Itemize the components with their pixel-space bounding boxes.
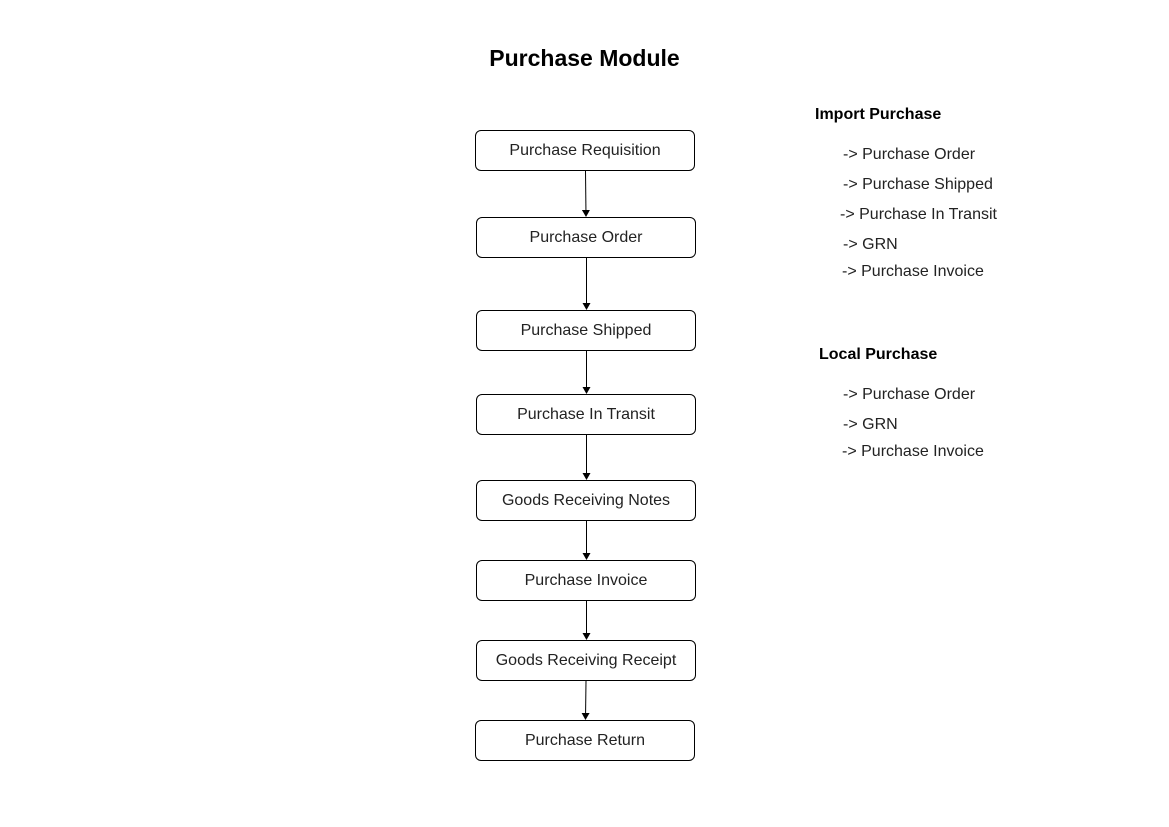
node-label: Purchase In Transit (517, 405, 655, 423)
node-purchase-shipped[interactable]: Purchase Shipped (476, 310, 696, 351)
node-label: Goods Receiving Receipt (495, 651, 677, 669)
node-label: Purchase Requisition (509, 141, 661, 159)
import-purchase-item: -> Purchase Invoice (842, 263, 984, 280)
import-purchase-item: -> Purchase Order (843, 146, 976, 163)
local-purchase-item: -> Purchase Order (843, 386, 976, 403)
node-label: Purchase Shipped (520, 321, 652, 339)
node-goods-receiving-receipt[interactable]: Goods Receiving Receipt (476, 640, 696, 681)
node-label: Purchase Return (524, 731, 646, 749)
import-purchase-item: -> Purchase In Transit (840, 206, 997, 223)
local-purchase-heading: Local Purchase (819, 346, 938, 363)
node-purchase-return[interactable]: Purchase Return (475, 720, 695, 761)
node-purchase-order[interactable]: Purchase Order (476, 217, 696, 258)
arrow-receipt-to-return (581, 680, 590, 720)
local-purchase-item: -> Purchase Invoice (842, 443, 984, 460)
node-purchase-requisition[interactable]: Purchase Requisition (475, 130, 695, 171)
node-label: Goods Receiving Notes (501, 491, 671, 509)
node-purchase-in-transit[interactable]: Purchase In Transit (476, 394, 696, 435)
arrow-requisition-to-order (581, 170, 590, 217)
import-purchase-item: -> GRN (843, 236, 898, 253)
diagram-title: Purchase Module (0, 45, 1169, 72)
diagram-title-text: Purchase Module (489, 45, 680, 71)
node-goods-receiving-notes[interactable]: Goods Receiving Notes (476, 480, 696, 521)
import-purchase-heading: Import Purchase (815, 106, 942, 123)
node-label: Purchase Invoice (524, 571, 648, 589)
local-purchase-item: -> GRN (843, 416, 898, 433)
node-label: Purchase Order (529, 228, 643, 246)
import-purchase-item: -> Purchase Shipped (843, 176, 993, 193)
node-purchase-invoice[interactable]: Purchase Invoice (476, 560, 696, 601)
